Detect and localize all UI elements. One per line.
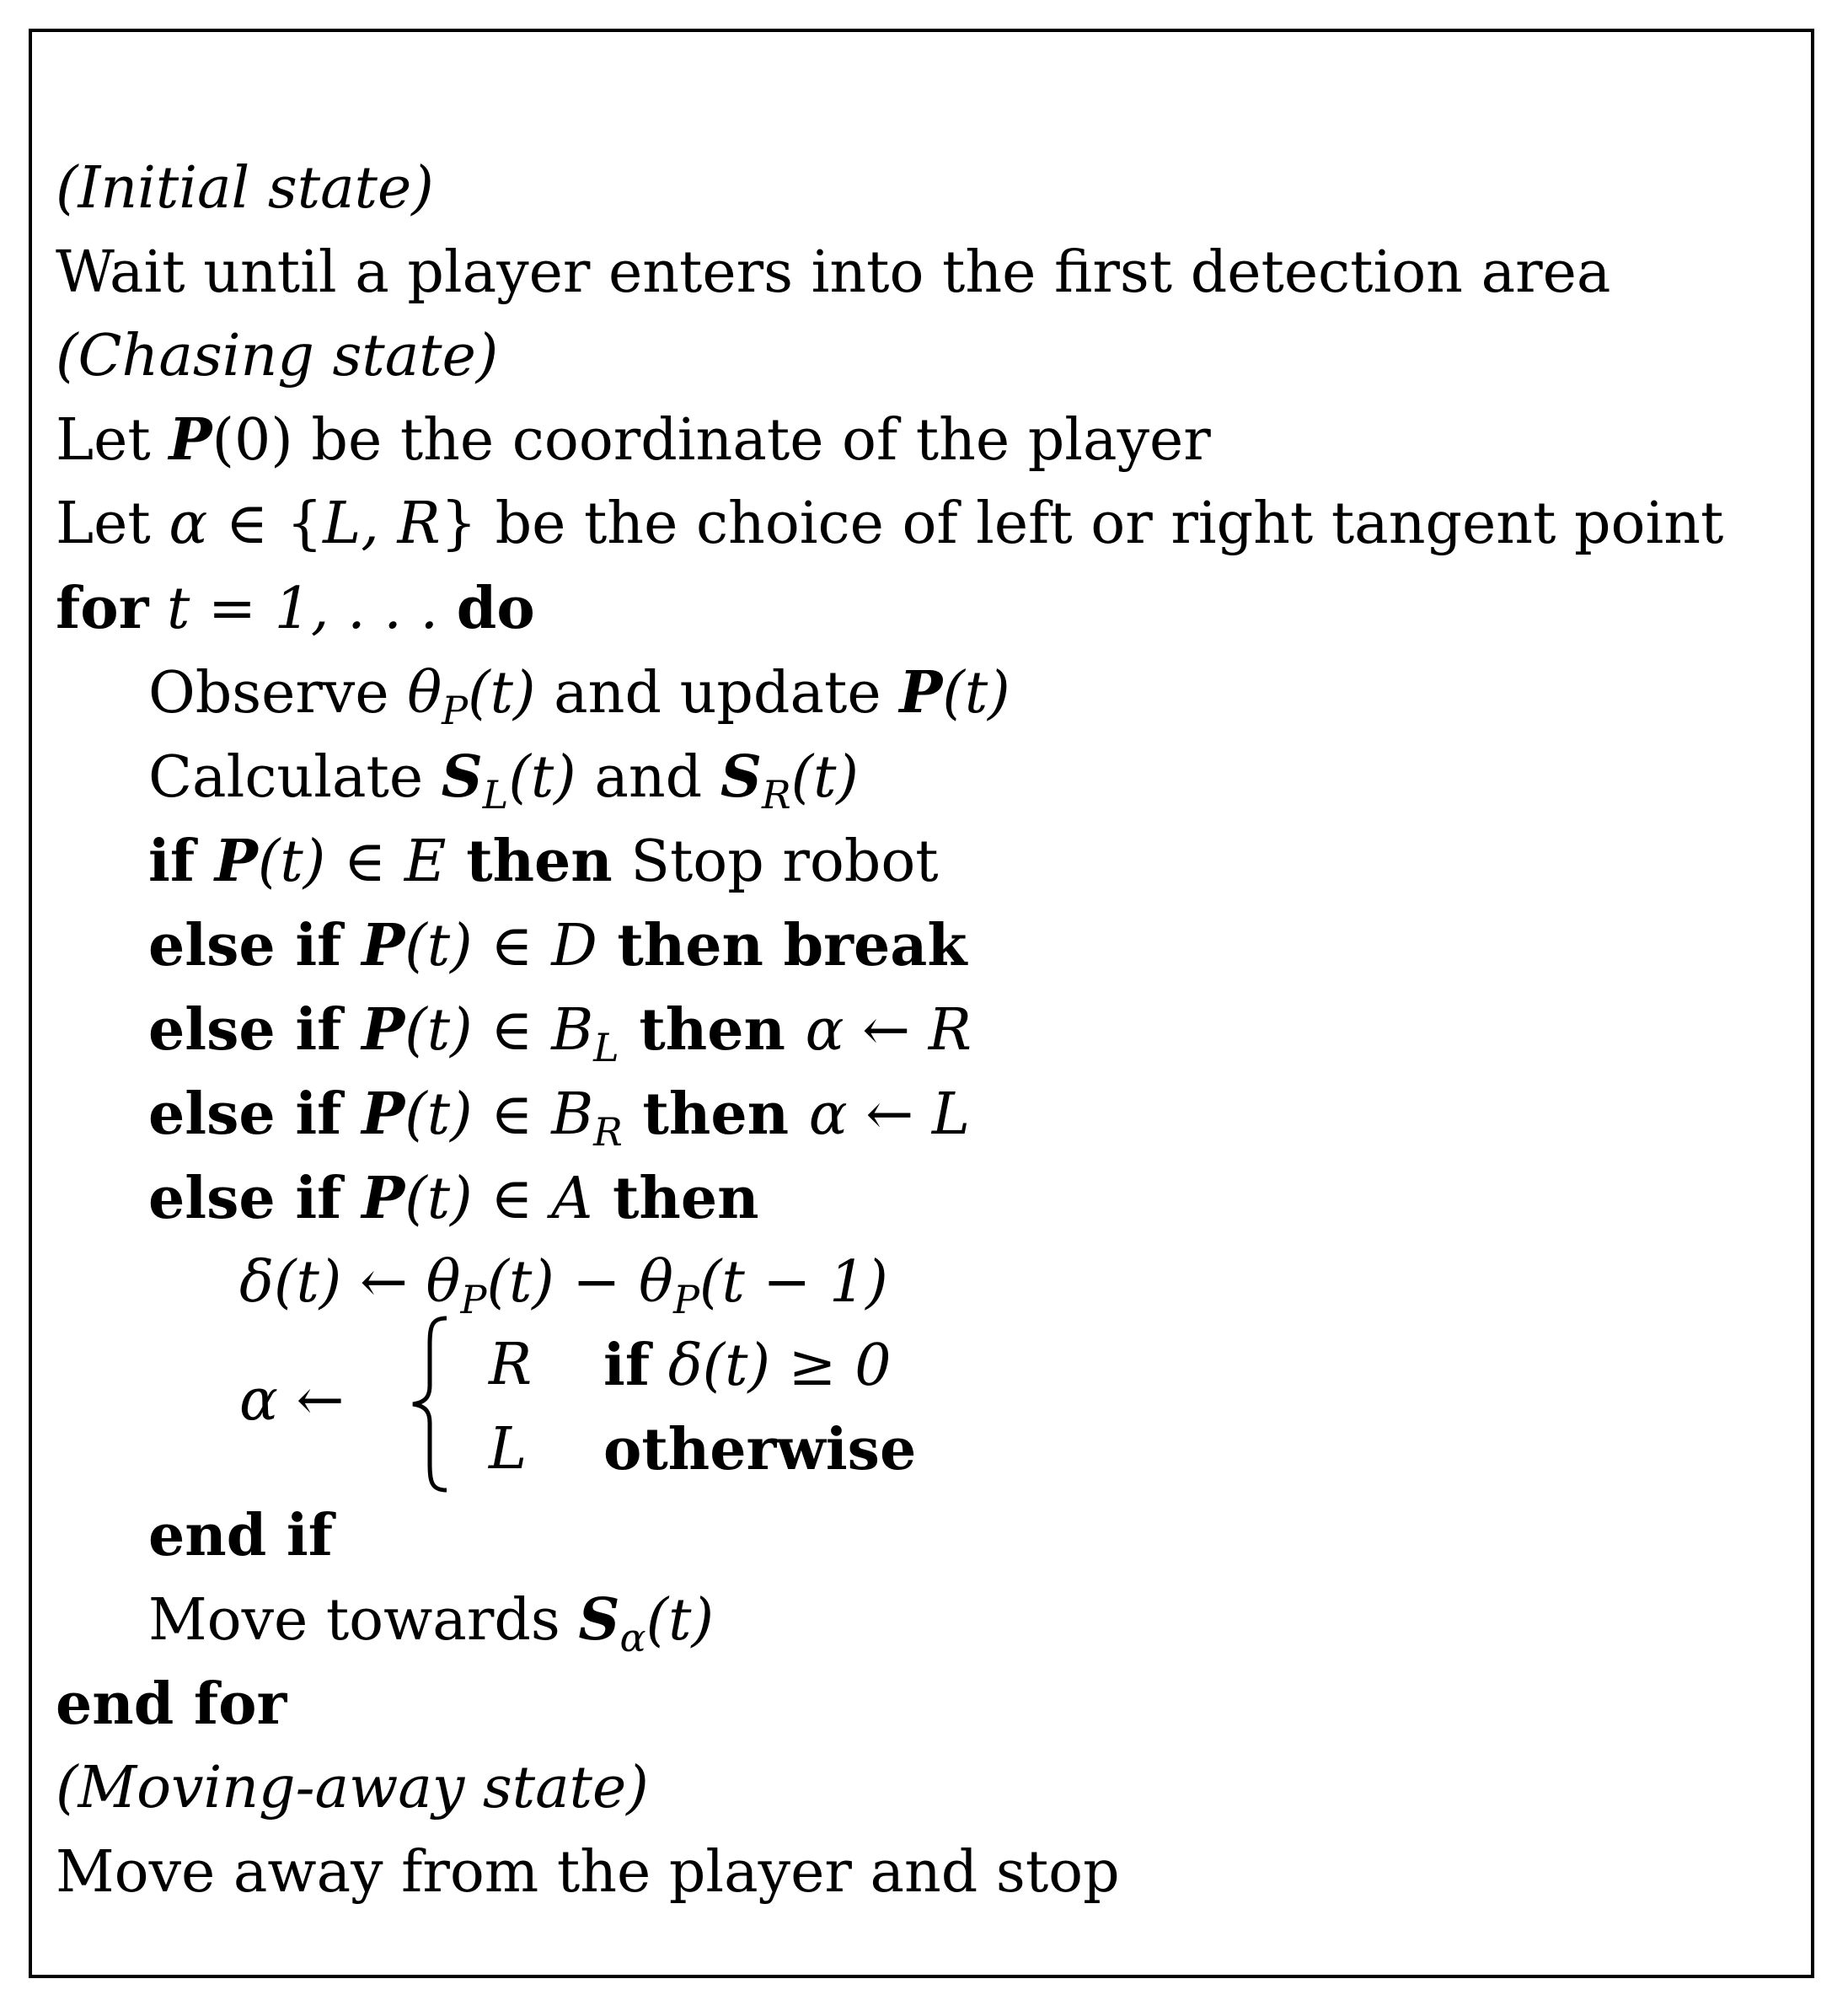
cases-lhs: α ← xyxy=(239,1367,345,1434)
move-towards-line: Move towards Sα(t) xyxy=(148,1586,714,1660)
else-if-d-line: else if P(t) ∈ D then break xyxy=(148,912,967,979)
case-r-condition: if δ(t) ≥ 0 xyxy=(603,1332,892,1399)
end-if-line: end if xyxy=(148,1502,334,1569)
else-if-a-line: else if P(t) ∈ A then xyxy=(148,1165,759,1232)
curly-brace-icon xyxy=(412,1316,447,1493)
moving-away-header: (Moving-away state) xyxy=(56,1755,649,1821)
move-away-line: Move away from the player and stop xyxy=(56,1839,1120,1906)
initial-state-header: (Initial state) xyxy=(56,155,434,222)
let-p-line: Let P(0) be the coordinate of the player xyxy=(56,406,1211,474)
else-if-bl-line: else if P(t) ∈ BL then α ← R xyxy=(148,996,972,1070)
calculate-line: Calculate SL(t) and SR(t) xyxy=(148,743,859,818)
else-if-br-line: else if P(t) ∈ BR then α ← L xyxy=(148,1081,971,1155)
chasing-state-header: (Chasing state) xyxy=(56,323,499,389)
if-e-line: if P(t) ∈ E then Stop robot xyxy=(148,828,939,895)
case-l-value: L xyxy=(489,1416,528,1483)
algorithm-box: (Initial state) Wait until a player ente… xyxy=(29,29,1814,1978)
end-for-line: end for xyxy=(56,1670,287,1738)
alpha-cases: α ← R if δ(t) ≥ 0 L otherwise xyxy=(239,1311,998,1497)
case-l-condition: otherwise xyxy=(603,1416,917,1483)
let-alpha-line: Let α ∈ {L, R} be the choice of left or … xyxy=(56,491,1724,557)
case-r-value: R xyxy=(489,1332,533,1398)
delta-line: δ(t) ← θP(t) − θP(t − 1) xyxy=(239,1249,888,1322)
observe-line: Observe θP(t) and update P(t) xyxy=(148,659,1010,733)
for-line: for t = 1, . . . do xyxy=(56,575,535,642)
wait-line: Wait until a player enters into the firs… xyxy=(56,239,1611,306)
